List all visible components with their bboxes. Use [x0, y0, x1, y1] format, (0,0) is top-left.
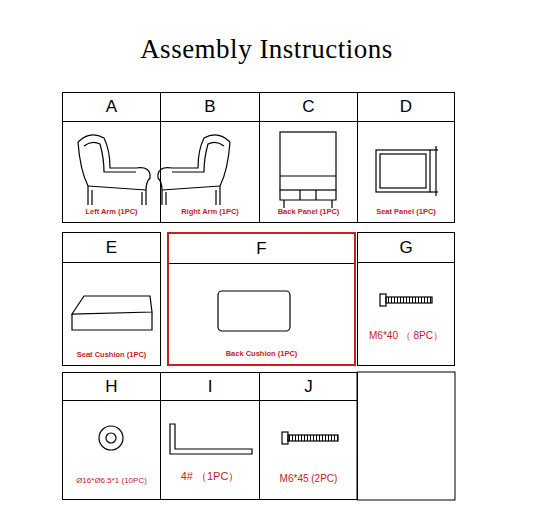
part-letter: G: [399, 238, 412, 258]
part-caption: Left Arm (1PC): [63, 207, 160, 216]
seat-panel-drawing: [376, 146, 438, 196]
empty-cell: [357, 372, 455, 500]
washer-drawing: [99, 426, 123, 450]
part-letter: A: [106, 97, 117, 117]
part-cell: G M6*40 （ 8PC）: [357, 232, 455, 366]
part-cell: B Right Arm (1PC): [160, 92, 260, 223]
part-letter: I: [208, 377, 213, 397]
part-letter: J: [304, 377, 313, 397]
part-cell: F Back Cushion (1PC): [167, 232, 356, 366]
part-caption: Back Cushion (1PC): [169, 349, 354, 358]
part-cell: I 4# （1PC）: [160, 372, 260, 500]
part-caption: M6*45 (2PC): [260, 473, 357, 484]
part-letter: E: [106, 238, 117, 258]
left-arm-drawing: [78, 135, 150, 205]
bolt-40-drawing: [380, 294, 432, 306]
cell-header: E: [63, 233, 160, 263]
part-caption: M6*40 （ 8PC）: [358, 329, 454, 343]
part-caption: Back Panel (1PC): [260, 207, 357, 216]
cell-header: I: [161, 373, 259, 401]
part-cell: A Left Arm (1PC): [62, 92, 161, 223]
hex-key-drawing: [170, 424, 252, 454]
part-cell: H Ø16*Ø6.5*1 (10PC): [62, 372, 161, 500]
cell-header: J: [260, 373, 357, 401]
part-letter: C: [302, 97, 314, 117]
cell-header: G: [358, 233, 454, 263]
back-panel-drawing: [280, 132, 336, 208]
bolt-45-drawing: [282, 432, 338, 444]
part-cell: J M6*45 (2PC): [259, 372, 358, 500]
cell-header: H: [63, 373, 160, 401]
part-cell: C Back Panel (1PC): [259, 92, 358, 223]
part-cell: E Seat Cushion (1PC): [62, 232, 161, 366]
part-cell: D Seat Panel (1PC): [357, 92, 455, 223]
cell-header: A: [63, 93, 160, 122]
back-cushion-drawing: [218, 291, 290, 331]
right-arm-drawing: [158, 135, 230, 205]
page-title: Assembly Instructions: [0, 34, 533, 65]
part-caption: 4# （1PC）: [161, 469, 259, 484]
part-letter: H: [105, 377, 117, 397]
part-caption: Seat Cushion (1PC): [63, 350, 160, 359]
part-letter: B: [204, 97, 215, 117]
cell-header: C: [260, 93, 357, 122]
cell-header: F: [169, 234, 354, 264]
part-caption: Seat Panel (1PC): [358, 207, 454, 216]
part-letter: F: [256, 239, 266, 259]
cell-header: B: [161, 93, 259, 122]
part-caption: Ø16*Ø6.5*1 (10PC): [63, 476, 160, 485]
part-caption: Right Arm (1PC): [161, 207, 259, 216]
seat-cushion-drawing: [72, 296, 152, 330]
part-letter: D: [400, 97, 412, 117]
cell-header: D: [358, 93, 454, 122]
